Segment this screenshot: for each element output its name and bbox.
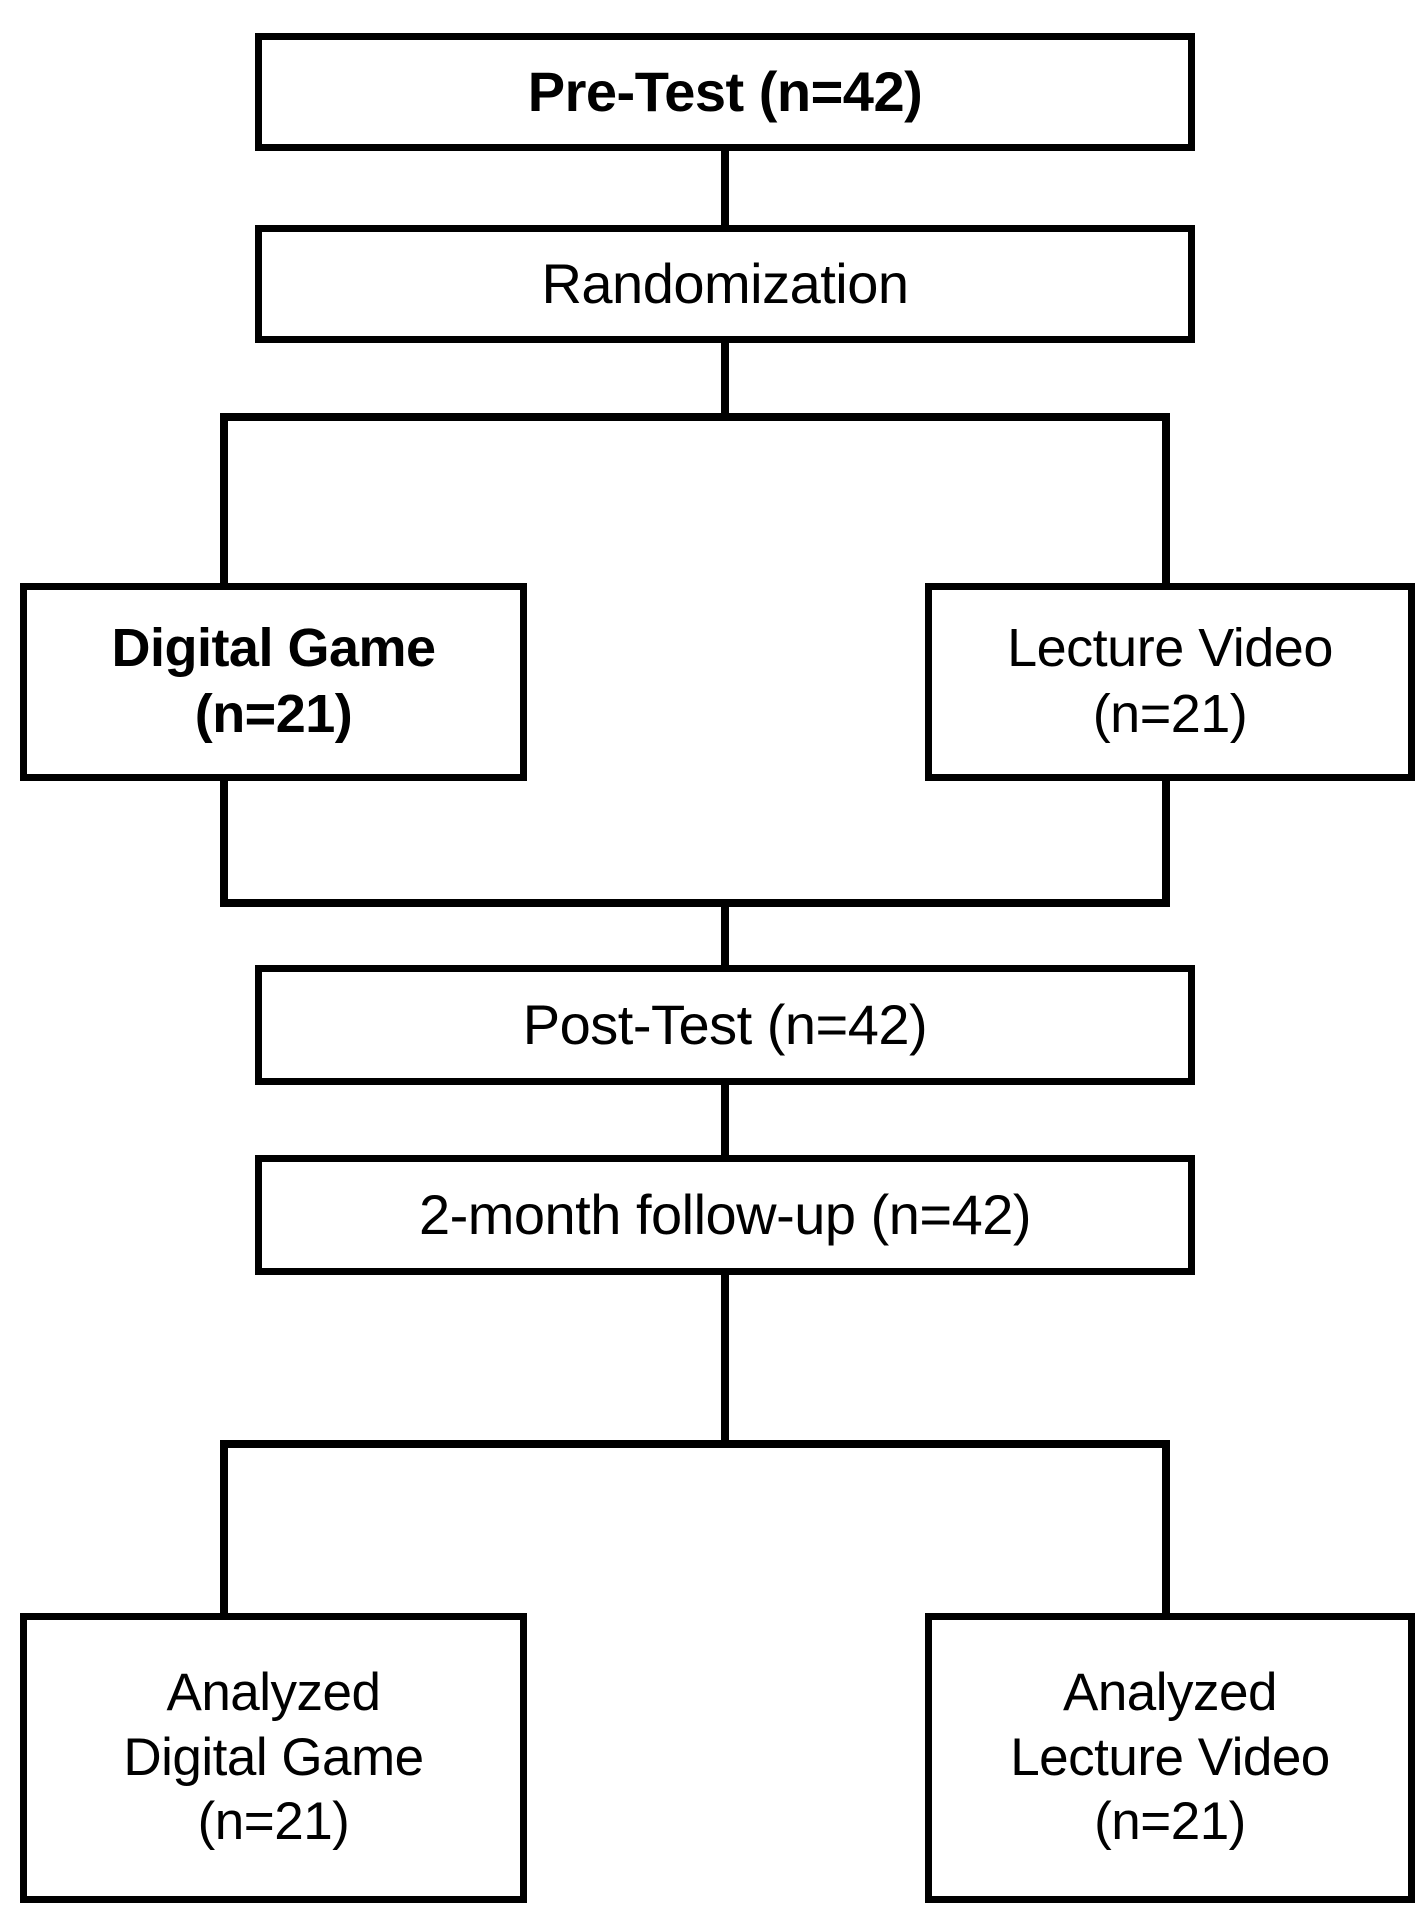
node-post-test-label: Post-Test (n=42) bbox=[522, 992, 928, 1056]
node-digital-game-label: Digital Game (n=21) bbox=[111, 618, 436, 744]
node-analyzed-digital-game-label: Analyzed Digital Game (n=21) bbox=[123, 1663, 424, 1852]
node-analyzed-digital-game: Analyzed Digital Game (n=21) bbox=[20, 1613, 527, 1903]
node-lecture-video: Lecture Video (n=21) bbox=[925, 583, 1415, 781]
node-pre-test-label: Pre-Test (n=42) bbox=[527, 59, 923, 123]
node-digital-game: Digital Game (n=21) bbox=[20, 583, 527, 781]
node-analyzed-lecture-video-label: Analyzed Lecture Video (n=21) bbox=[1010, 1663, 1330, 1852]
node-lecture-video-label: Lecture Video (n=21) bbox=[1007, 618, 1333, 744]
node-post-test: Post-Test (n=42) bbox=[255, 965, 1195, 1085]
node-follow-up: 2-month follow-up (n=42) bbox=[255, 1155, 1195, 1275]
node-pre-test: Pre-Test (n=42) bbox=[255, 33, 1195, 151]
node-analyzed-lecture-video: Analyzed Lecture Video (n=21) bbox=[925, 1613, 1415, 1903]
node-follow-up-label: 2-month follow-up (n=42) bbox=[418, 1182, 1032, 1246]
node-randomization: Randomization bbox=[255, 225, 1195, 343]
node-randomization-label: Randomization bbox=[541, 251, 909, 315]
